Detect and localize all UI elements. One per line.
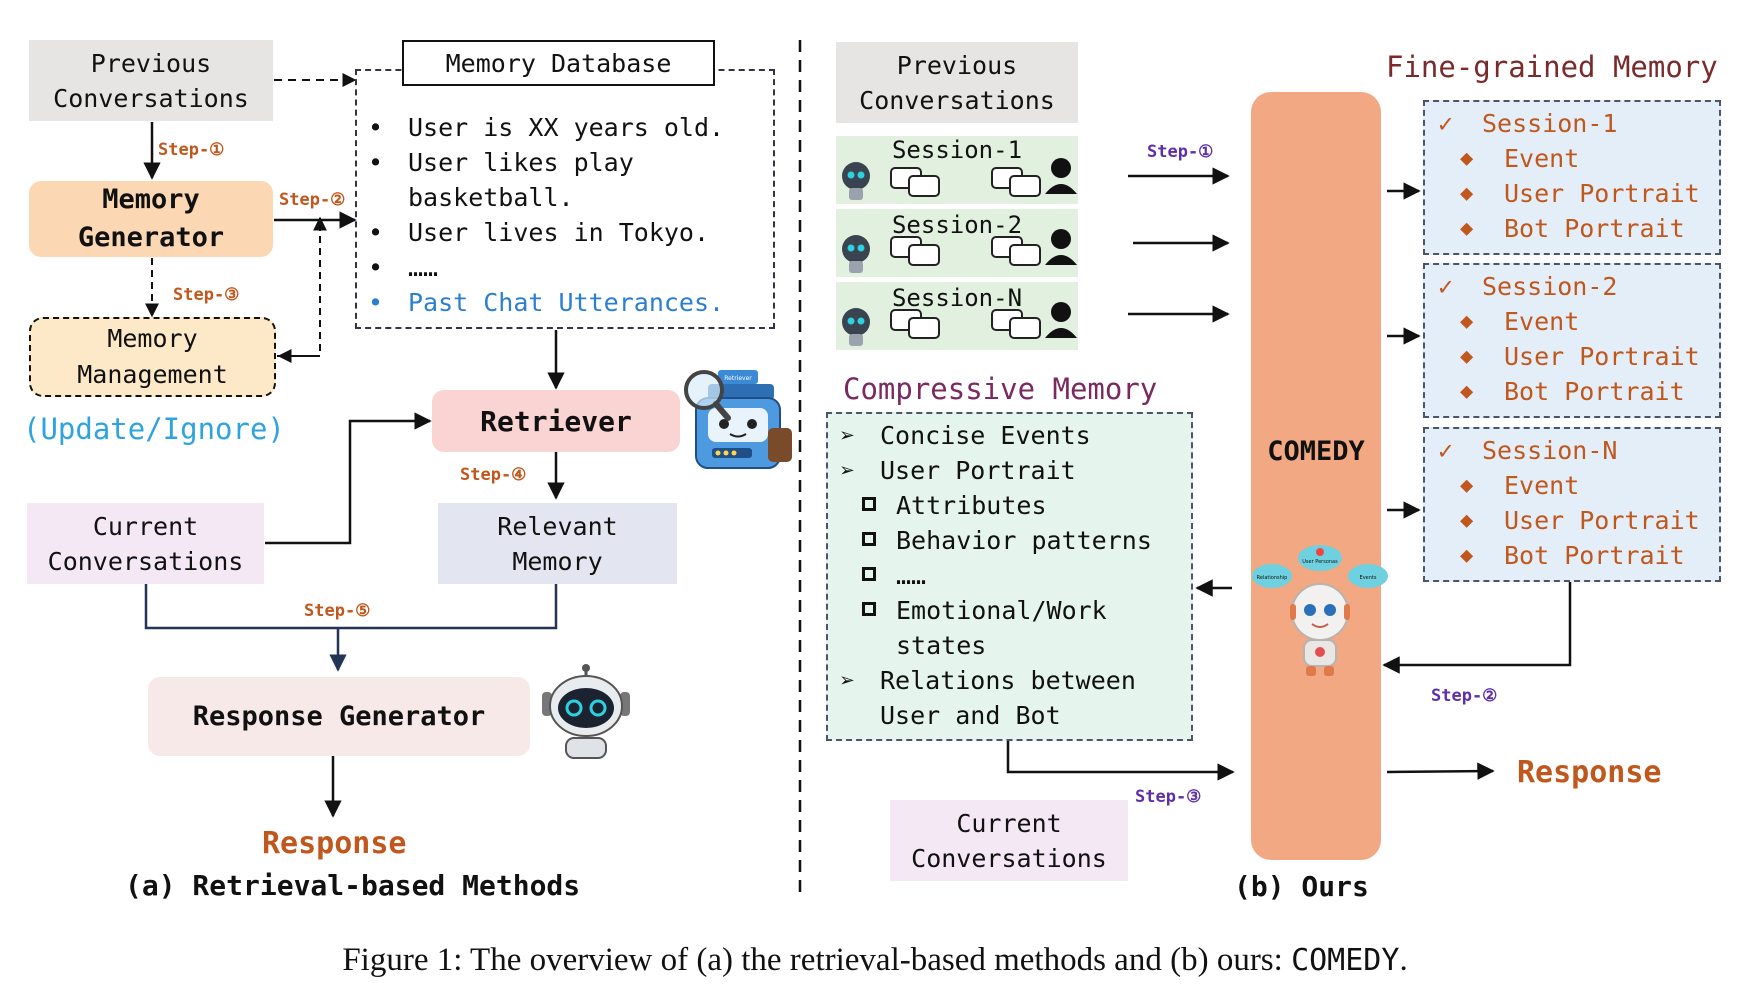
left-response-label: Response [262, 826, 407, 861]
comedy-bar: COMEDY [1251, 92, 1381, 860]
right-step-3: Step-③ [1135, 787, 1202, 807]
fine-item: ◆Event [1460, 471, 1580, 500]
session-2-label: Session-2 [891, 211, 1023, 239]
compressive-memory-list: ➢Concise Events ➢User Portrait Attribute… [840, 418, 1190, 733]
memory-item: •User is XX years old. [368, 113, 725, 142]
session-n-icons [842, 302, 1077, 346]
fine-item: ◆Event [1460, 307, 1580, 336]
arrow-fine-to-comedy [1382, 582, 1572, 674]
svg-text:Relationship: Relationship [1257, 575, 1288, 581]
right-previous-conversations-box: Previous Conversations [836, 42, 1078, 123]
fine-item: ◆Bot Portrait [1460, 377, 1685, 406]
fine-item: ◆User Portrait [1460, 342, 1700, 371]
figure-caption-name: COMEDY [1291, 943, 1400, 978]
compressive-memory-box [826, 412, 1193, 741]
memory-generator-box: Memory Generator [29, 181, 273, 257]
fine-item: ◆Bot Portrait [1460, 214, 1685, 243]
memory-database-list: •User is XX years old. •User likes play … [368, 110, 768, 320]
compressive-subitem: Behavior patterns [840, 523, 1190, 558]
arrow-comedy-to-response [1386, 762, 1495, 780]
retriever-box: Retriever [432, 390, 680, 452]
fine-session-label: ✓Session-2 [1438, 272, 1618, 301]
compressive-item: ➢User Portrait [840, 456, 1076, 485]
session-2-icons [842, 229, 1077, 273]
left-step-5: Step-⑤ [304, 601, 371, 621]
memory-item: •…… [368, 253, 439, 282]
update-ignore-label: (Update/Ignore) [23, 412, 285, 446]
assistant-robot-icon [542, 664, 630, 759]
compressive-subitem: Emotional/Work states [840, 593, 1190, 663]
retriever-robot-icon: Retriever [684, 370, 792, 469]
fine-grained-session-2-box [1423, 263, 1721, 418]
fine-grained-session-n-list: ✓Session-N ◆Event ◆User Portrait ◆Bot Po… [1438, 433, 1700, 573]
cloud-events-icon: Events [1348, 564, 1388, 588]
fine-grained-session-2-list: ✓Session-2 ◆Event ◆User Portrait ◆Bot Po… [1438, 269, 1700, 409]
fine-item: ◆User Portrait [1460, 179, 1700, 208]
fine-item: ◆Bot Portrait [1460, 541, 1685, 570]
right-step-1: Step-① [1147, 142, 1214, 162]
fine-session-label: ✓Session-N [1438, 436, 1618, 465]
svg-text:Events: Events [1360, 575, 1377, 581]
fine-grained-title: Fine-grained Memory [1386, 50, 1718, 84]
arrow-current-to-retriever [265, 412, 432, 545]
compressive-title: Compressive Memory [843, 372, 1158, 406]
fine-item: ◆User Portrait [1460, 506, 1700, 535]
right-current-conversations-box: Current Conversations [890, 800, 1128, 881]
fine-item: ◆Event [1460, 144, 1580, 173]
cloud-user-personas-icon: User Personas [1298, 545, 1342, 571]
fine-grained-session-1-list: ✓Session-1 ◆Event ◆User Portrait ◆Bot Po… [1438, 106, 1700, 246]
fine-grained-session-1-box [1423, 100, 1721, 255]
left-caption: (a) Retrieval-based Methods [125, 869, 581, 902]
response-generator-box: Response Generator [148, 677, 530, 756]
arrow-current-to-comedy [1006, 738, 1235, 781]
session-1-label: Session-1 [891, 136, 1023, 164]
memory-item: •User likes play basketball. [368, 148, 634, 212]
compressive-subitem: Attributes [840, 488, 1190, 523]
merge-line [144, 584, 558, 630]
left-step-4: Step-④ [460, 465, 527, 485]
figure-caption-prefix: Figure 1: The overview of (a) the retrie… [342, 942, 1292, 978]
left-step-1: Step-① [158, 140, 225, 160]
left-previous-conversations-box: Previous Conversations [29, 40, 273, 121]
session-icons [842, 158, 1077, 346]
compressive-item: ➢Relations between User and Bot [840, 666, 1136, 730]
memory-database-title: Memory Database [402, 40, 715, 86]
session-1-icons [842, 158, 1077, 200]
compressive-item: ➢Concise Events [840, 421, 1091, 450]
svg-text:User Personas: User Personas [1302, 559, 1338, 565]
figure-caption: Figure 1: The overview of (a) the retrie… [0, 942, 1750, 979]
right-caption: (b) Ours [1234, 870, 1369, 903]
left-step-2: Step-② [279, 190, 346, 210]
fine-session-label: ✓Session-1 [1438, 109, 1618, 138]
relevant-memory-box: Relevant Memory [438, 503, 677, 584]
memory-item: •User lives in Tokyo. [368, 218, 710, 247]
left-step-3: Step-③ [173, 285, 240, 305]
compressive-subitem: …… [840, 558, 1190, 593]
figure-caption-suffix: . [1399, 942, 1408, 978]
cloud-relationship-icon: Relationship [1252, 564, 1292, 588]
right-step-2: Step-② [1431, 686, 1498, 706]
memory-item-past-utterances: •Past Chat Utterances. [368, 288, 725, 317]
fine-grained-session-n-box [1423, 427, 1721, 582]
comedy-mascot-icon: Relationship User Personas Events [1252, 545, 1388, 676]
loop-management-to-generator [277, 216, 327, 357]
left-current-conversations-box: Current Conversations [27, 503, 264, 584]
session-n-label: Session-N [891, 284, 1023, 312]
retriever-badge: Retriever [724, 375, 752, 382]
memory-management-box: Memory Management [29, 317, 276, 397]
right-response-label: Response [1517, 755, 1662, 790]
